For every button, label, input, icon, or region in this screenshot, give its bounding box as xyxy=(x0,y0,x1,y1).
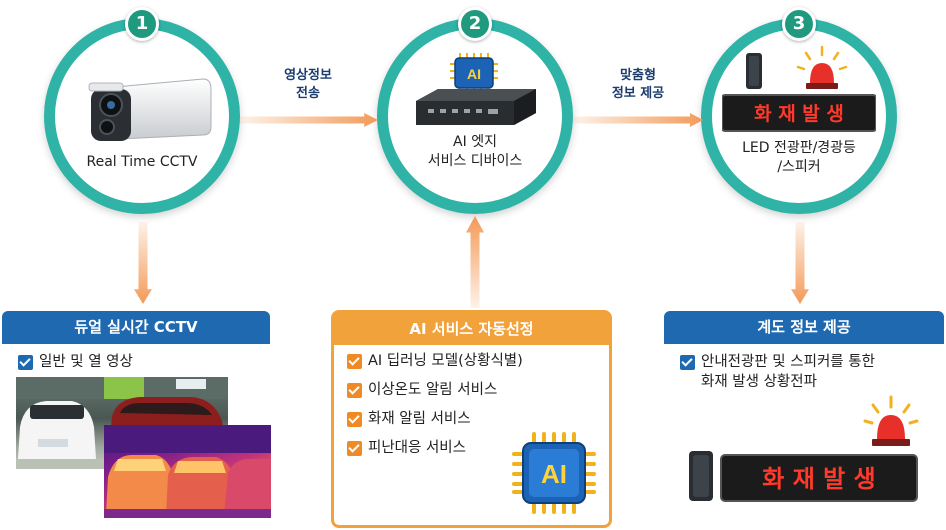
center-panel-item: 이상온도 알림 서비스 xyxy=(347,380,497,400)
step-badge-3: 3 xyxy=(782,7,816,41)
center-panel-item: 화재 알림 서비스 xyxy=(347,409,471,429)
led-board-and-siren-icon: 화 재 발 생 xyxy=(689,395,919,502)
ai-chip-icon: AI xyxy=(450,53,498,93)
center-panel-item: 피난대응 서비스 xyxy=(347,438,466,458)
step-badge-2: 2 xyxy=(458,7,492,41)
checkbox-icon xyxy=(347,441,362,456)
panel-title-dual-cctv: 듀얼 실시간 CCTV xyxy=(2,311,270,344)
arrow-stage3-to-right-panel xyxy=(791,222,809,304)
thermal-camera-image xyxy=(104,425,271,518)
cctv-camera-icon xyxy=(88,78,212,141)
svg-text:화 재 발 생: 화 재 발 생 xyxy=(762,465,875,493)
svg-text:AI: AI xyxy=(541,459,567,489)
checkbox-icon xyxy=(680,355,695,370)
checkbox-icon xyxy=(18,355,33,370)
center-panel-item: AI 딥러닝 모델(상황식별) xyxy=(347,351,523,371)
arrow-center-panel-to-stage2 xyxy=(466,216,484,308)
ai-chip-icon: AI xyxy=(512,432,596,514)
svg-text:화 재 발 생: 화 재 발 생 xyxy=(754,103,844,125)
arrow-stage1-to-left-panel xyxy=(134,222,152,304)
edge-device-icon: AI xyxy=(416,53,536,125)
stage-led-alarm: 3 화 재 발 생 LED 전광판/경광등 /스피커 xyxy=(701,7,897,214)
checkbox-icon xyxy=(347,354,362,369)
left-panel-item: 일반 및 열 영상 xyxy=(18,352,133,372)
led-board-and-siren-icon: 화 재 발 생 xyxy=(722,45,876,132)
arrow-stage1-to-stage2 xyxy=(240,113,378,127)
stage-ai-edge-device: 2 AI AI 엣지 서비스 디바이스 xyxy=(377,7,573,214)
flow-label-video-transfer: 영상정보 전송 xyxy=(284,68,332,101)
checkbox-icon xyxy=(347,412,362,427)
right-panel-item: 안내전광판 및 스피커를 통한 화재 발생 상황전파 xyxy=(680,352,875,392)
step-badge-1: 1 xyxy=(125,7,159,41)
stage-cctv: 1 Real Time CCTV xyxy=(44,7,240,214)
stage-2-label: AI 엣지 서비스 디바이스 xyxy=(427,134,523,169)
arrow-stage2-to-stage3 xyxy=(573,113,703,127)
checkbox-icon xyxy=(347,383,362,398)
stage-3-label: LED 전광판/경광등 /스피커 xyxy=(742,140,856,175)
flow-label-custom-info: 맞춤형 정보 제공 xyxy=(611,68,665,101)
stage-1-label: Real Time CCTV xyxy=(86,154,198,170)
panel-title-guidance-info: 계도 정보 제공 xyxy=(664,311,944,344)
panel-title-ai-service: AI 서비스 자동선정 xyxy=(334,313,609,345)
svg-text:AI: AI xyxy=(467,66,481,82)
